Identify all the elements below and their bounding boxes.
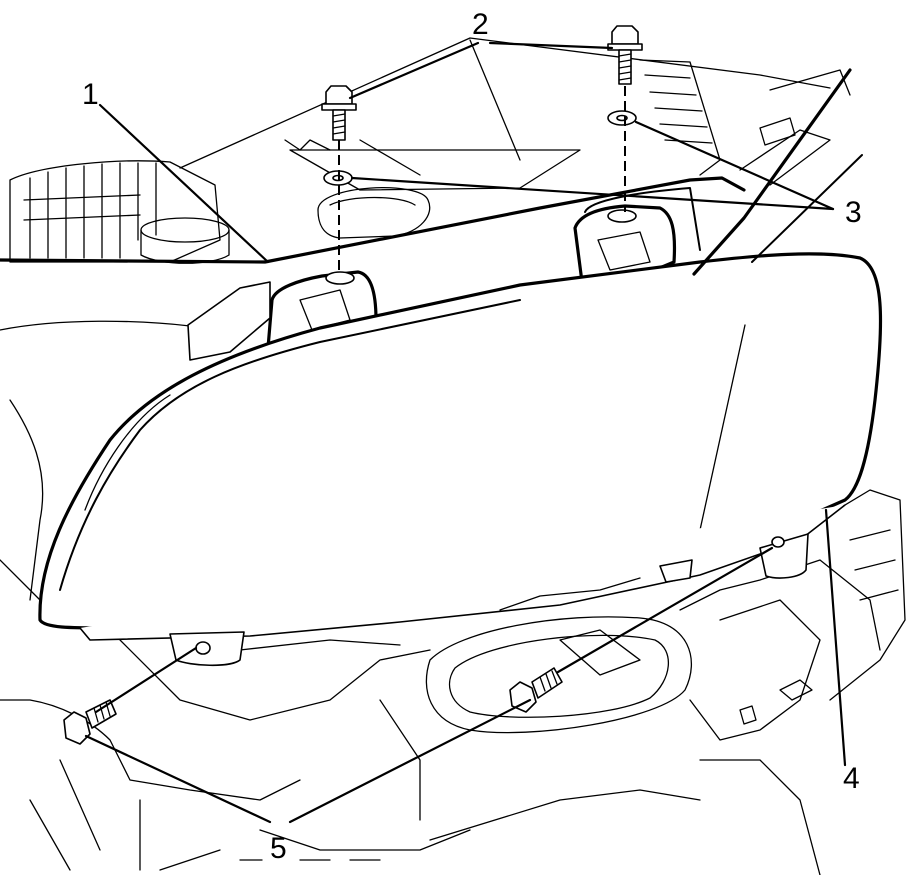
callout-5-label: 5 xyxy=(270,832,287,865)
callout-2-label: 2 xyxy=(472,8,489,41)
right-lower-mount-tab xyxy=(759,533,809,579)
right-upper-mount-bracket xyxy=(573,204,677,284)
upper-bolt-right xyxy=(607,25,643,85)
fender-vent xyxy=(639,59,851,186)
lower-support-structure xyxy=(0,489,906,875)
callout-leaders xyxy=(84,41,847,824)
lower-bolt-right xyxy=(509,667,563,713)
callout-1-label: 1 xyxy=(82,78,99,111)
callout-3-label: 3 xyxy=(845,196,862,229)
engine-bay-background xyxy=(0,37,906,875)
headlamp-assembly xyxy=(38,68,883,667)
washer-right xyxy=(607,110,637,126)
upper-bolt-left xyxy=(321,85,357,141)
air-intake-duct xyxy=(9,160,221,263)
reservoir-cap xyxy=(140,217,230,264)
mounting-grommet xyxy=(317,187,431,239)
lower-bolt-left xyxy=(63,699,117,745)
callout-4-label: 4 xyxy=(843,762,860,795)
